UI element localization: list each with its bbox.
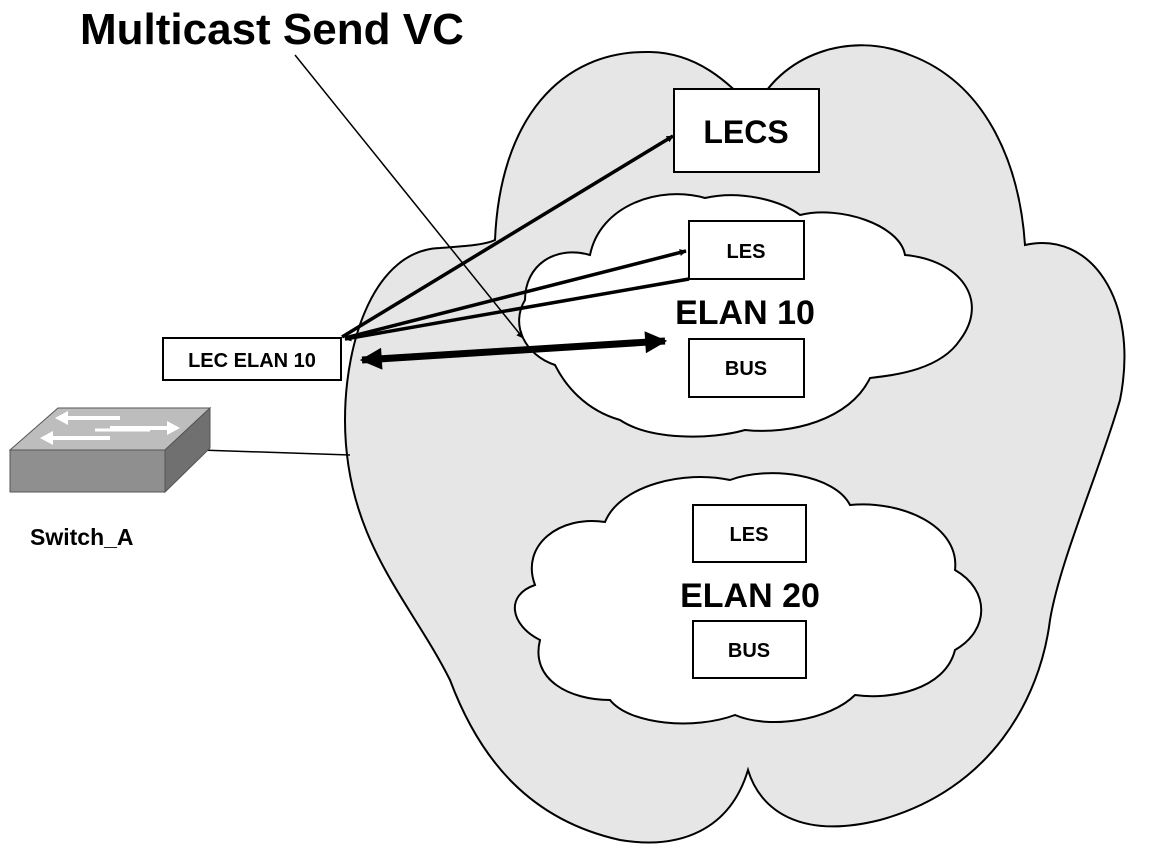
lecs-box xyxy=(673,88,820,173)
elan10-les-label: LES xyxy=(727,241,766,263)
lec-to-les-arrow xyxy=(344,249,687,340)
lec-to-lecs-arrow xyxy=(341,134,674,339)
elan20-bus-box xyxy=(692,620,807,679)
elan10-label: ELAN 10 xyxy=(675,294,815,332)
callout-pointer-arrow xyxy=(294,54,524,339)
elan10-cloud xyxy=(518,193,973,438)
multicast-send-vc-arrow xyxy=(359,331,668,370)
elan20-les-label: LES xyxy=(730,524,769,546)
lec-label: LEC ELAN 10 xyxy=(188,350,316,372)
lec-box xyxy=(162,337,342,381)
elan20-les-box xyxy=(692,504,807,563)
elan20-cloud xyxy=(514,472,983,725)
switch-icon xyxy=(8,406,212,494)
elan20-label: ELAN 20 xyxy=(680,577,820,615)
switch-link xyxy=(199,449,351,456)
lecs-label: LECS xyxy=(703,114,788,150)
diagram-title: Multicast Send VC xyxy=(80,5,464,54)
elan20-bus-label: BUS xyxy=(728,640,770,662)
les-to-lec-arrow xyxy=(344,277,690,342)
elan10-les-box xyxy=(688,220,805,280)
elan10-bus-label: BUS xyxy=(725,358,767,380)
switch-label: Switch_A xyxy=(30,524,134,550)
elan10-bus-box xyxy=(688,338,805,398)
